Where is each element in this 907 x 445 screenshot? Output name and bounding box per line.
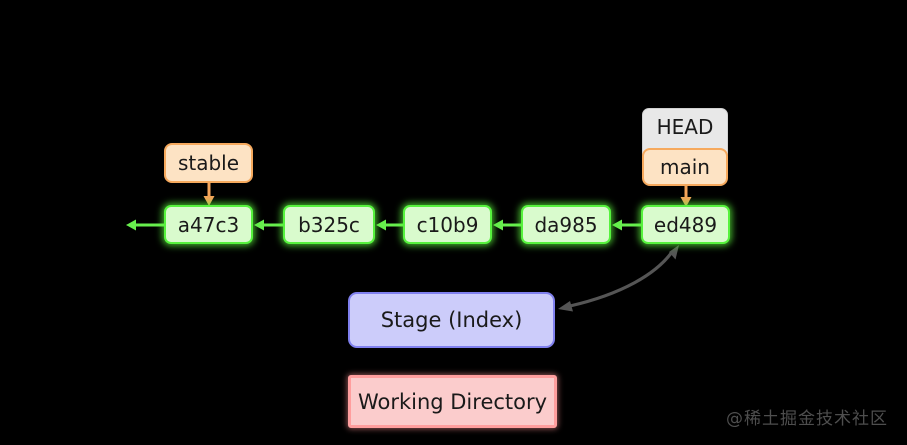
main-label: main [660, 155, 710, 179]
commit-hash: a47c3 [177, 212, 240, 237]
commit-hash: ed489 [653, 212, 718, 237]
stable-label: stable [177, 151, 240, 175]
head-label: HEAD [656, 115, 714, 139]
edge-da985-to-c10b9 [490, 215, 525, 235]
commit-node-ed489: ed489 [641, 205, 730, 244]
edge-c10b9-to-b325c [373, 215, 407, 235]
edge-ed489-to-stage [548, 238, 688, 324]
working-directory-label: Working Directory [357, 389, 548, 414]
branch-label-stable: stable [164, 143, 253, 183]
branch-label-main: main [642, 148, 728, 186]
commit-node-c10b9: c10b9 [403, 205, 492, 244]
watermark: @稀土掘金技术社区 [726, 409, 888, 429]
edge-stable-to-a47c3 [200, 181, 218, 209]
commit-node-b325c: b325c [283, 205, 375, 244]
commit-node-da985: da985 [521, 205, 611, 244]
commit-hash: c10b9 [416, 212, 479, 237]
edge-ed489-to-da985 [609, 215, 645, 235]
commit-hash: b325c [298, 212, 360, 237]
edge-main-to-ed489 [677, 184, 695, 210]
commit-hash: da985 [534, 212, 598, 237]
stage-index-box: Stage (Index) [348, 292, 555, 348]
commit-node-a47c3: a47c3 [164, 205, 253, 244]
stage-label: Stage (Index) [380, 308, 523, 332]
edge-root-to-a47c3 [124, 215, 168, 235]
edge-b325c-to-a47c3 [251, 215, 287, 235]
working-directory-box: Working Directory [348, 375, 557, 428]
